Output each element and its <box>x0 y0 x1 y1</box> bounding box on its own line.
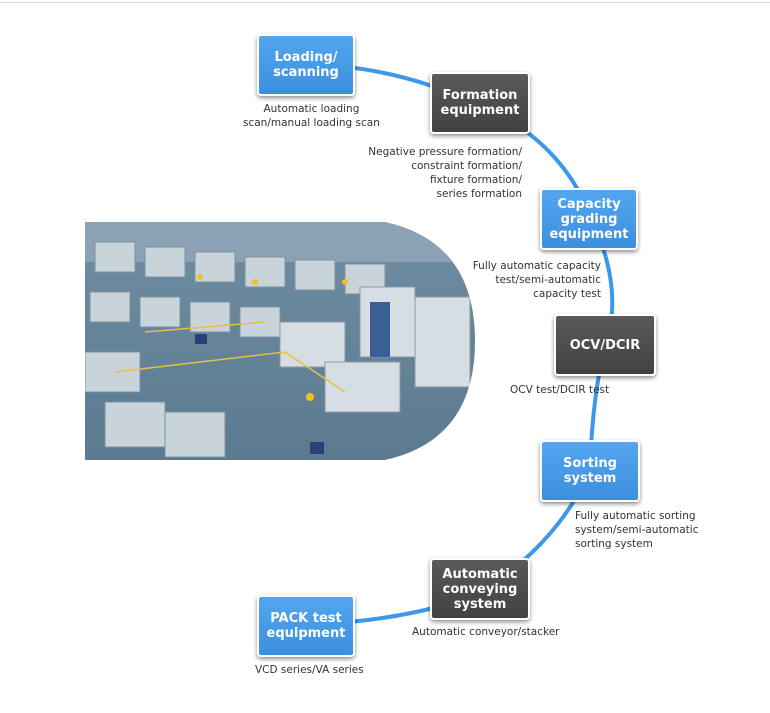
loading-scanning-desc: Automatic loading scan/manual loading sc… <box>243 103 380 129</box>
ocv-dcir-desc: OCV test/DCIR test <box>510 384 610 396</box>
capacity-grading-node: Capacity grading equipment <box>540 188 638 250</box>
top-divider <box>0 2 770 3</box>
automatic-conveying-node: Automatic conveying system <box>430 558 530 620</box>
capacity-grading-desc: Fully automatic capacity test/semi-autom… <box>472 260 601 300</box>
formation-equipment-node: Formation equipment <box>430 72 530 134</box>
automatic-conveying-desc: Automatic conveyor/stacker <box>412 626 560 638</box>
formation-equipment-desc: Negative pressure formation/ constraint … <box>368 146 522 200</box>
sorting-system-node: Sorting system <box>540 440 640 502</box>
loading-scanning-node: Loading/ scanning <box>257 34 355 96</box>
pack-test-node: PACK test equipment <box>257 595 355 657</box>
ocv-dcir-node: OCV/DCIR <box>554 314 656 376</box>
pack-test-desc: VCD series/VA series <box>255 664 364 676</box>
sorting-system-desc: Fully automatic sorting system/semi-auto… <box>575 510 699 550</box>
factory-image <box>85 222 475 460</box>
